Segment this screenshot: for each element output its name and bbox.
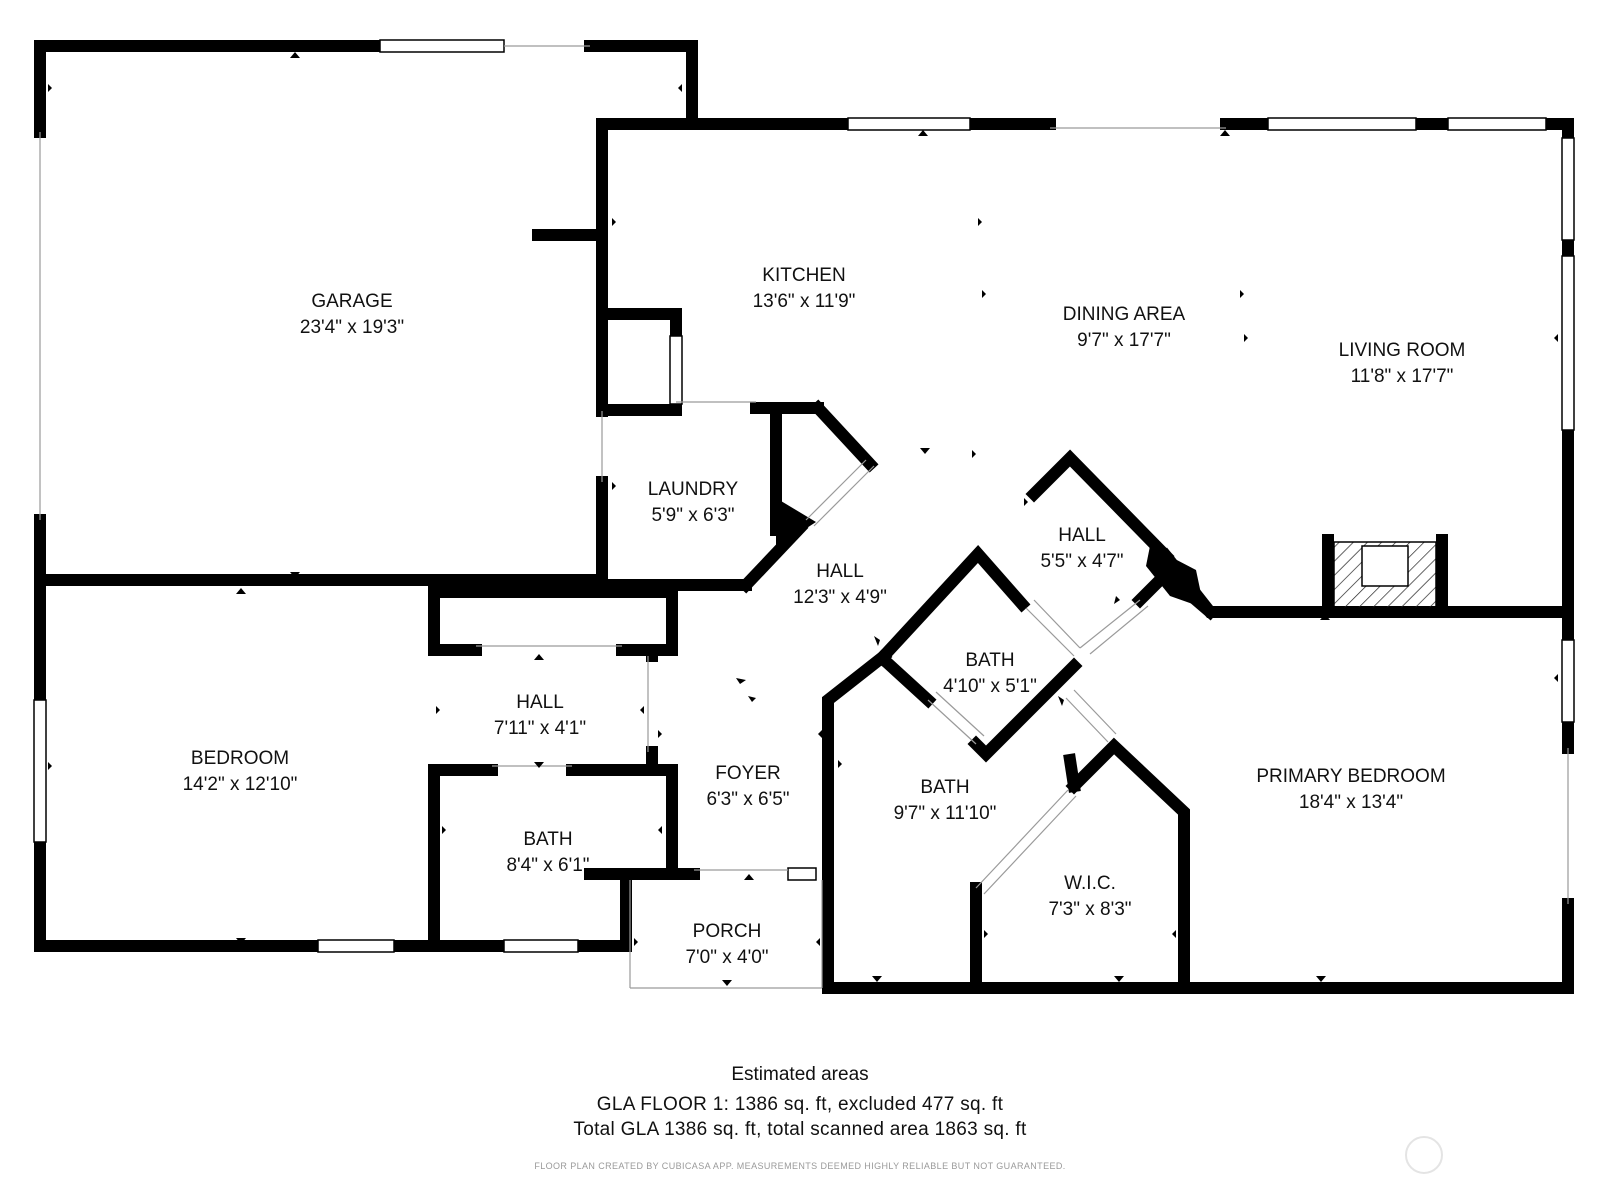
room-primary-bedroom: PRIMARY BEDROOM 18'4" x 13'4" <box>1256 764 1445 816</box>
room-name: BATH <box>965 650 1015 671</box>
room-name: PORCH <box>692 921 762 942</box>
room-porch: PORCH 7'0" x 4'0" <box>685 919 768 971</box>
room-dimensions: 6'3" x 6'5" <box>706 789 790 810</box>
room-bath-left: BATH 8'4" x 6'1" <box>506 827 589 879</box>
room-dimensions: 7'0" x 4'0" <box>685 947 769 968</box>
room-dimensions: 11'8" x 17'7" <box>1350 366 1454 387</box>
room-foyer: FOYER 6'3" x 6'5" <box>706 761 789 813</box>
room-name: BATH <box>920 777 970 798</box>
room-name: LAUNDRY <box>647 479 739 500</box>
room-name: HALL <box>1058 525 1106 546</box>
room-wic: W.I.C. 7'3" x 8'3" <box>1048 871 1131 923</box>
room-dimensions: 13'6" x 11'9" <box>752 291 856 312</box>
room-name: DINING AREA <box>1062 304 1186 325</box>
total-gla-line: Total GLA 1386 sq. ft, total scanned are… <box>573 1119 1027 1140</box>
watermark-icon <box>1405 1136 1443 1174</box>
room-dimensions: 9'7" x 17'7" <box>1077 330 1171 351</box>
room-hall-center: HALL 12'3" x 4'9" <box>793 559 887 611</box>
room-dimensions: 14'2" x 12'10" <box>182 774 298 795</box>
fireplace-box <box>1361 545 1409 587</box>
room-dimensions: 5'9" x 6'3" <box>651 505 735 526</box>
room-dimensions: 7'3" x 8'3" <box>1048 899 1132 920</box>
room-dimensions: 7'11" x 4'1" <box>493 718 587 739</box>
room-hall-left: HALL 7'11" x 4'1" <box>494 690 586 742</box>
room-name: HALL <box>816 561 864 582</box>
gla-floor-line: GLA FLOOR 1: 1386 sq. ft, excluded 477 s… <box>596 1094 1004 1115</box>
wall-corner <box>1146 546 1204 608</box>
room-name: BEDROOM <box>190 748 290 769</box>
disclaimer: FLOOR PLAN CREATED BY CUBICASA APP. MEAS… <box>534 1161 1066 1171</box>
room-name: BATH <box>523 829 573 850</box>
room-name: HALL <box>516 692 564 713</box>
room-name: GARAGE <box>311 291 393 312</box>
room-dimensions: 4'10" x 5'1" <box>943 676 1037 697</box>
room-garage: GARAGE 23'4" x 19'3" <box>300 289 404 341</box>
room-bath-small: BATH 4'10" x 5'1" <box>943 648 1037 700</box>
room-kitchen: KITCHEN 13'6" x 11'9" <box>753 263 856 315</box>
room-dimensions: 23'4" x 19'3" <box>299 317 405 338</box>
opening-lines <box>39 45 1569 989</box>
room-dimensions: 5'5" x 4'7" <box>1040 551 1124 572</box>
room-dimensions: 9'7" x 11'10" <box>893 803 997 824</box>
room-name: W.I.C. <box>1064 873 1116 894</box>
dimension-ticks <box>48 52 1558 986</box>
room-bath-main: BATH 9'7" x 11'10" <box>894 775 997 827</box>
room-name: LIVING ROOM <box>1338 340 1466 361</box>
windows <box>33 39 1575 953</box>
area-heading: Estimated areas <box>731 1064 869 1085</box>
room-name: KITCHEN <box>762 265 846 286</box>
room-dimensions: 8'4" x 6'1" <box>506 855 590 876</box>
room-hall-right: HALL 5'5" x 4'7" <box>1040 523 1123 575</box>
room-living-room: LIVING ROOM 11'8" x 17'7" <box>1339 338 1466 390</box>
room-laundry: LAUNDRY 5'9" x 6'3" <box>648 477 738 529</box>
room-name: PRIMARY BEDROOM <box>1256 766 1446 787</box>
room-bedroom: BEDROOM 14'2" x 12'10" <box>183 746 298 798</box>
area-summary: Estimated areas GLA FLOOR 1: 1386 sq. ft… <box>0 1062 1600 1142</box>
room-dimensions: 18'4" x 13'4" <box>1298 792 1404 813</box>
wall-corner <box>776 498 816 548</box>
room-name: FOYER <box>715 763 781 784</box>
room-dining-area: DINING AREA 9'7" x 17'7" <box>1063 302 1185 354</box>
room-dimensions: 12'3" x 4'9" <box>793 587 887 608</box>
